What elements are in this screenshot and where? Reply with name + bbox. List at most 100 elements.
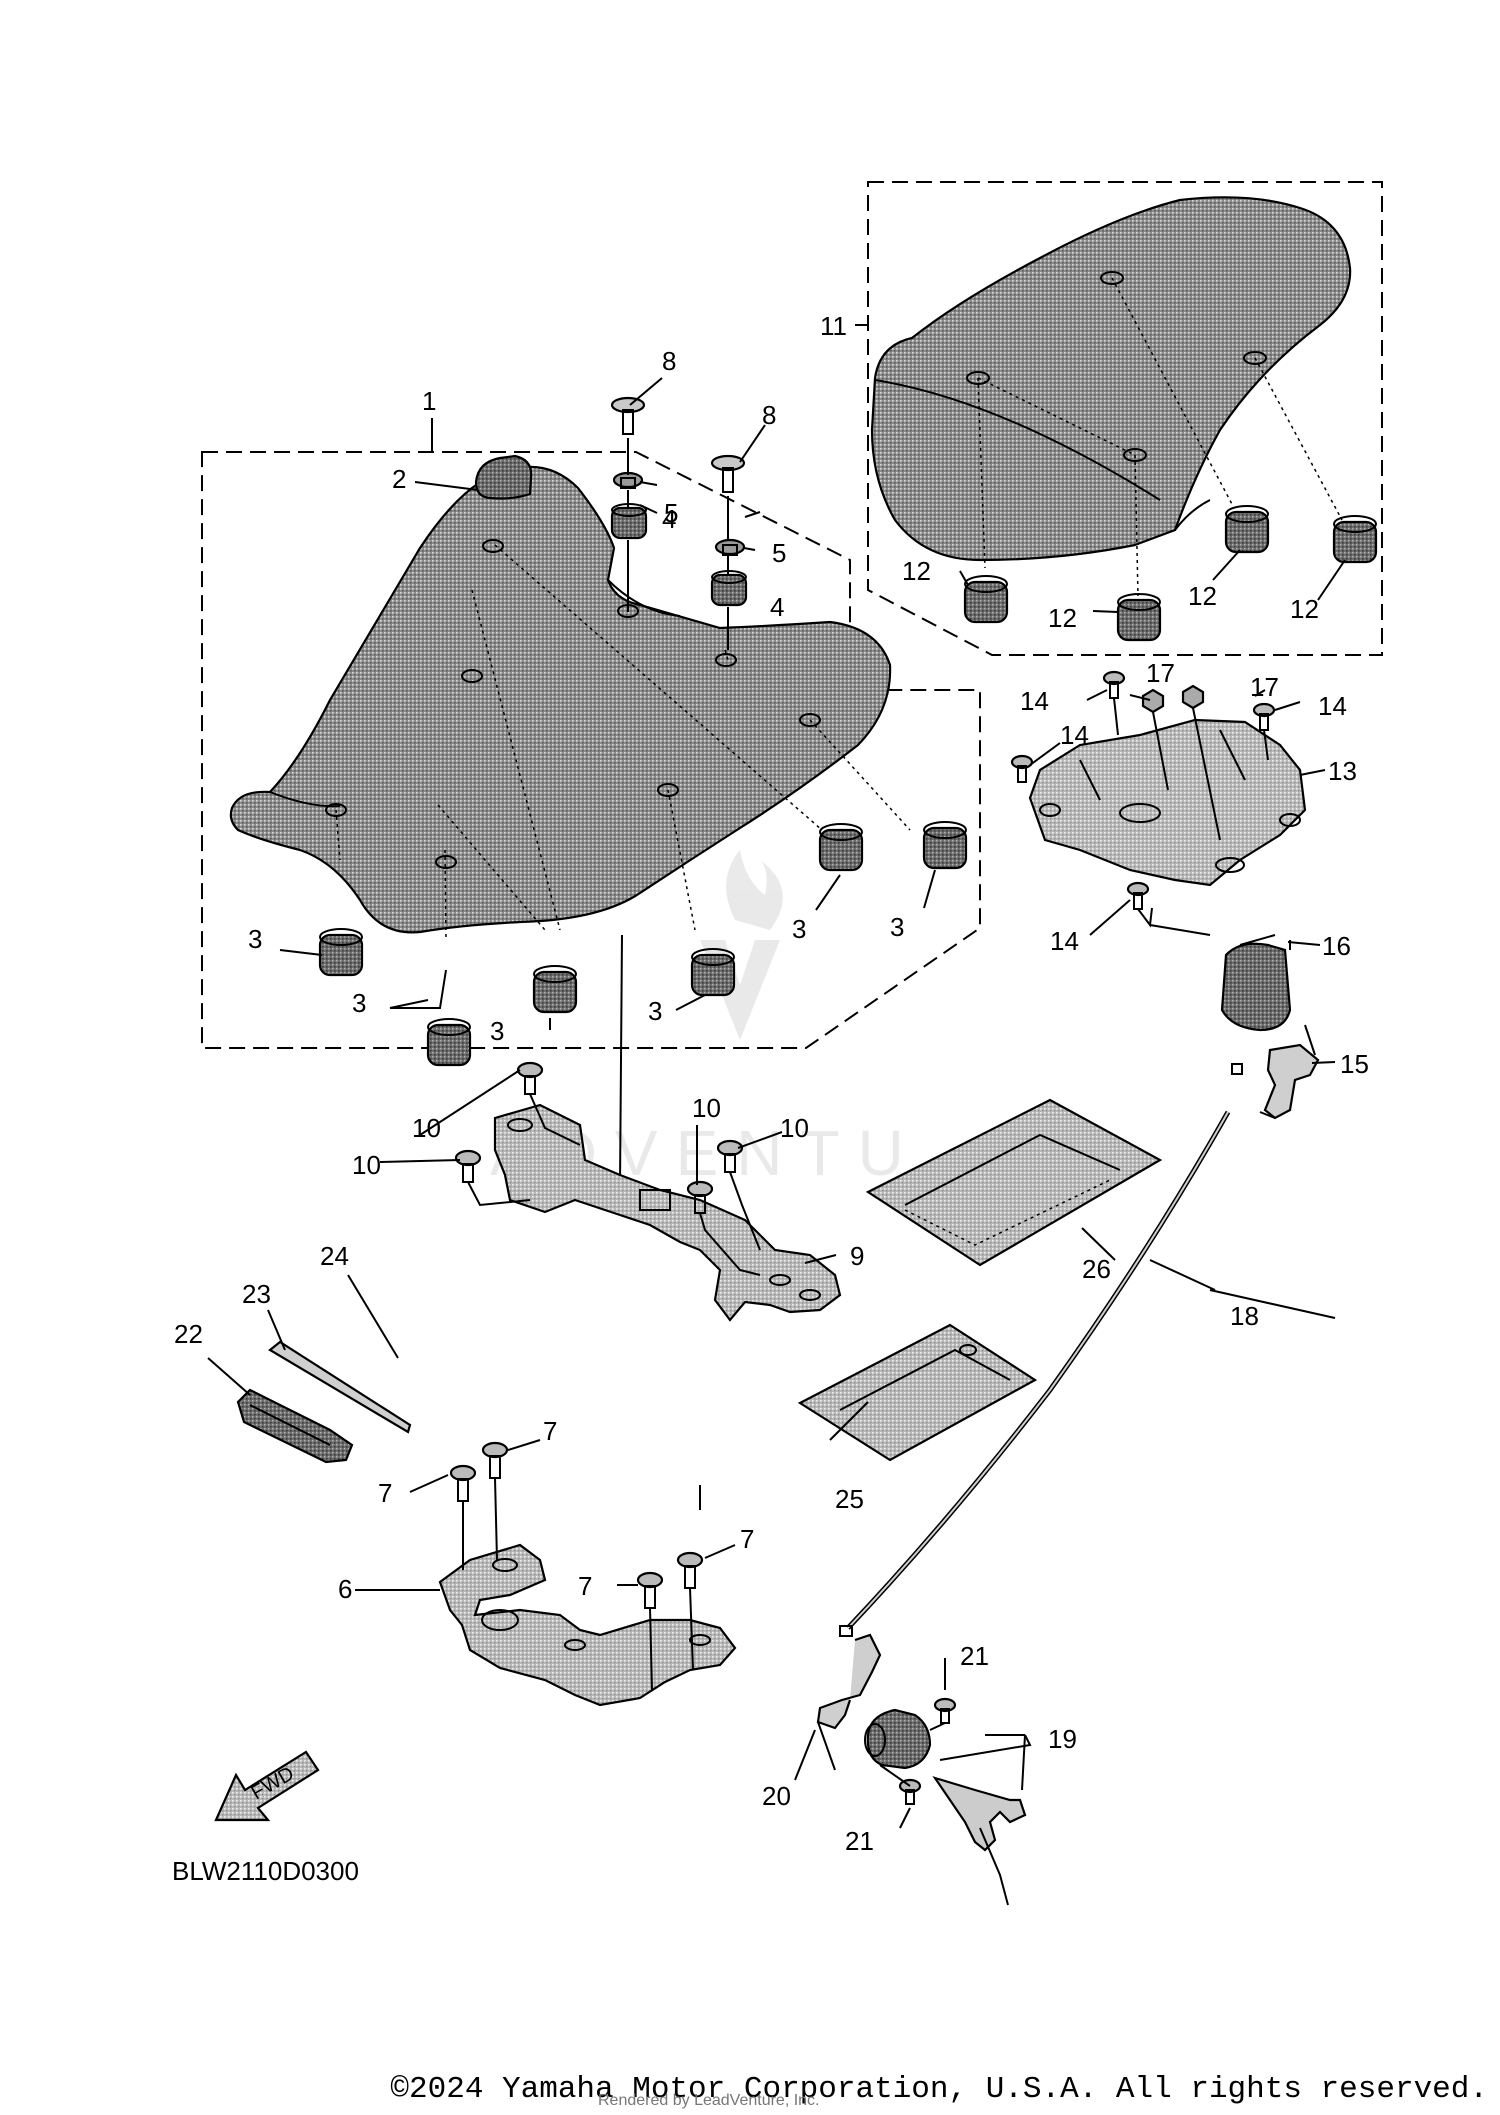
callout-7c: 7 — [578, 1571, 592, 1601]
bolt-7-a — [449, 1464, 477, 1502]
callout-19: 19 — [1048, 1724, 1077, 1754]
callout-10a: 10 — [412, 1113, 441, 1143]
callout-24: 24 — [320, 1241, 349, 1271]
callout-14d: 14 — [1050, 926, 1079, 956]
document-bags — [797, 1098, 1163, 1462]
bolt-10-b — [454, 1149, 482, 1183]
leader-lines — [207, 324, 1346, 1829]
callout-3d: 3 — [648, 996, 662, 1026]
callout-3c: 3 — [490, 1016, 504, 1046]
damper-12-a — [963, 575, 1009, 624]
screw-21-b — [898, 1778, 922, 1805]
bracket-6 — [438, 1543, 737, 1707]
callout-12a: 12 — [902, 556, 931, 586]
callout-13: 13 — [1328, 756, 1357, 786]
damper-12-d — [1332, 515, 1378, 564]
callout-20: 20 — [762, 1781, 791, 1811]
callout-7d: 7 — [740, 1524, 754, 1554]
bolt-14-a — [1102, 670, 1126, 699]
callout-18: 18 — [1230, 1301, 1259, 1331]
front-seat — [229, 465, 892, 934]
damper-12-c — [1224, 505, 1270, 554]
screwdriver-handle-22 — [236, 1388, 354, 1464]
callout-22: 22 — [174, 1319, 203, 1349]
callout-21b: 21 — [845, 1826, 874, 1856]
callout-3e: 3 — [792, 914, 806, 944]
front-seat-group-boundary — [201, 451, 981, 1049]
drawing-code: BLW2110D0300 — [172, 1856, 359, 1886]
fwd-direction-arrow: FWD — [214, 1750, 320, 1822]
callout-4a: 4 — [662, 504, 676, 534]
bolt-10-a — [516, 1061, 544, 1095]
callout-5b: 5 — [772, 538, 786, 568]
callout-5a: 5 — [664, 498, 678, 528]
callout-15: 15 — [1340, 1049, 1369, 1079]
bolt-8-b — [710, 454, 746, 493]
callout-16: 16 — [1322, 931, 1351, 961]
callout-14a: 14 — [1020, 686, 1049, 716]
copyright-notice: ©2024 Yamaha Motor Corporation, U.S.A. A… — [390, 2072, 1488, 2107]
nut-17-b — [1181, 684, 1205, 710]
damper-3-f — [922, 821, 968, 870]
bolt-10-c — [686, 1180, 714, 1214]
callout-25: 25 — [835, 1484, 864, 1514]
front-seat-bracket-assembly — [454, 1061, 842, 1322]
callout-3f: 3 — [890, 912, 904, 942]
washer-5-a — [612, 471, 644, 489]
damper-3-d — [690, 948, 736, 997]
bolt-7-c — [636, 1571, 664, 1609]
damper-12-b — [1116, 593, 1162, 642]
seat-trim-piece — [474, 454, 533, 500]
rear-seat — [870, 196, 1352, 562]
lock-cover-16 — [1220, 942, 1292, 1032]
callout-6: 6 — [338, 1574, 352, 1604]
lock-hook-15 — [1263, 1043, 1320, 1120]
callout-7a: 7 — [378, 1478, 392, 1508]
damper-3-a — [318, 928, 364, 977]
washer-5-b — [714, 538, 746, 556]
callout-17a: 17 — [1146, 658, 1175, 688]
bolt-14-c — [1010, 754, 1034, 783]
callout-8a: 8 — [662, 346, 676, 376]
rear-seat-group-boundary — [867, 181, 1383, 656]
callout-11: 11 — [820, 311, 847, 341]
document-pouch-26 — [865, 1098, 1163, 1267]
nut-17-a — [1141, 688, 1165, 714]
callout-1: 1 — [422, 386, 436, 416]
render-credit: Rendered by LeadVenture, Inc. — [598, 2092, 820, 2109]
bolt-10-d — [716, 1139, 744, 1173]
bolt-14-d — [1126, 881, 1150, 910]
callout-14b: 14 — [1318, 691, 1347, 721]
collar-4-b — [710, 570, 748, 607]
callout-12d: 12 — [1290, 594, 1319, 624]
damper-3-e — [818, 823, 864, 872]
callout-8b: 8 — [762, 400, 776, 430]
bracket-9 — [493, 1103, 842, 1322]
callout-17b: 17 — [1250, 672, 1279, 702]
screwdriver-23 — [268, 1340, 412, 1434]
callouts: 1 2 3 3 3 3 3 3 4 4 5 5 6 7 7 7 7 8 8 9 … — [174, 311, 1369, 1856]
hex-wrench-24 — [365, 1303, 484, 1374]
callout-14c: 14 — [1060, 720, 1089, 750]
lock-cylinder-19 — [864, 1708, 932, 1770]
bolt-14-b — [1252, 702, 1276, 731]
callout-2: 2 — [392, 464, 406, 494]
collar-4-a — [610, 503, 648, 540]
callout-12c: 12 — [1188, 581, 1217, 611]
tool-kit — [236, 1303, 484, 1464]
lower-bracket-assembly — [438, 1441, 737, 1707]
callout-10d: 10 — [780, 1113, 809, 1143]
callout-10c: 10 — [692, 1093, 721, 1123]
callout-26: 26 — [1082, 1254, 1111, 1284]
callout-3b: 3 — [352, 988, 366, 1018]
damper-3-c — [532, 965, 578, 1014]
callout-4b: 4 — [770, 592, 784, 622]
callout-21a: 21 — [960, 1641, 989, 1671]
bolt-8-a — [610, 396, 646, 435]
front-seat-assembly — [201, 396, 981, 1186]
screw-21-a — [933, 1697, 957, 1724]
callout-3a: 3 — [248, 924, 262, 954]
bolt-7-b — [481, 1441, 509, 1479]
key-19 — [932, 1776, 1027, 1852]
